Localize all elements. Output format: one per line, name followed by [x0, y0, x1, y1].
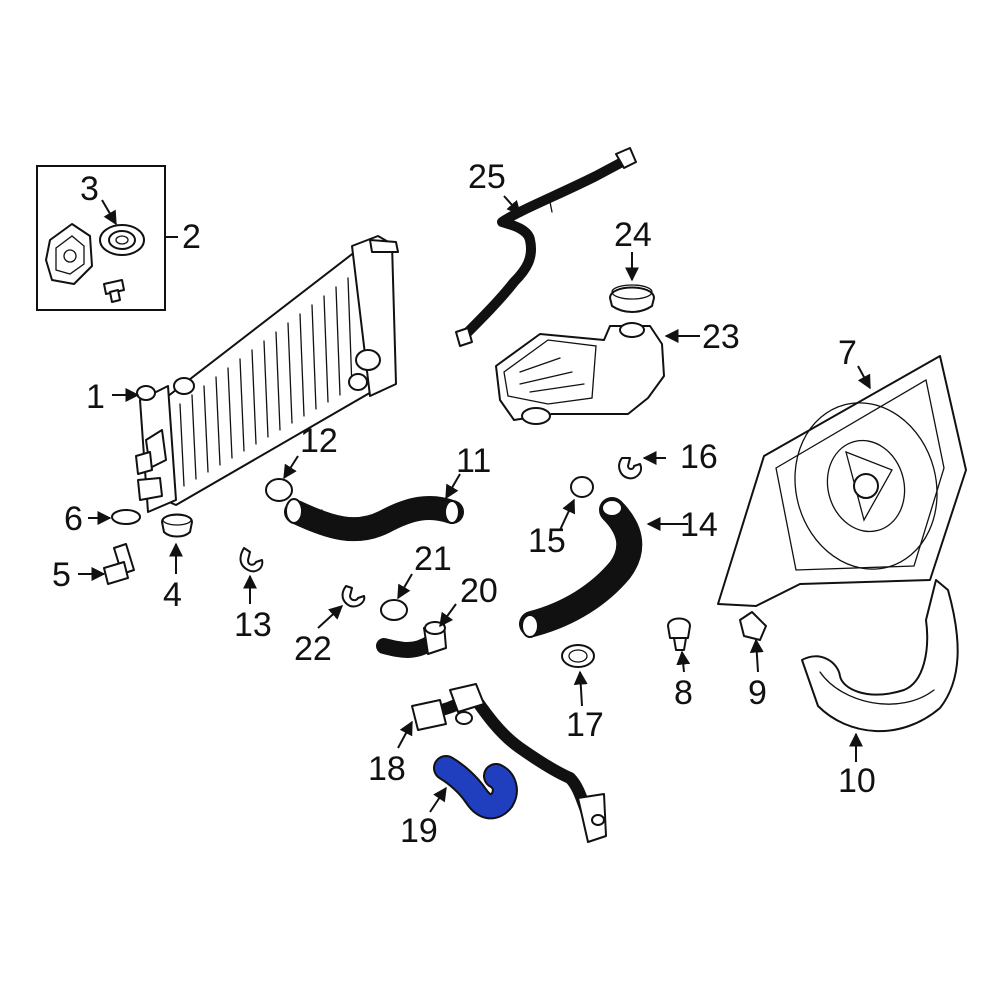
part-10-lower-shroud[interactable] [801, 579, 959, 733]
callout-20: 20 [460, 572, 498, 610]
callout-2: 2 [182, 218, 201, 256]
part-11-hose[interactable] [284, 495, 464, 542]
callout-12: 12 [300, 422, 338, 460]
part-20-connector[interactable] [376, 621, 447, 658]
part-6-o-ring[interactable] [111, 509, 141, 525]
part-4-cap[interactable] [161, 513, 193, 538]
callout-labels: 1 2 3 4 5 6 7 8 9 10 11 12 13 14 15 16 1… [52, 158, 876, 850]
callout-5: 5 [52, 556, 71, 594]
callout-16: 16 [680, 438, 718, 476]
callout-11: 11 [456, 442, 491, 480]
leader-lines [78, 195, 871, 813]
part-15-o-ring[interactable] [570, 476, 594, 498]
callout-8: 8 [674, 674, 693, 712]
callout-6: 6 [64, 500, 83, 538]
part-18-tube-assembly[interactable] [411, 683, 607, 843]
callout-21: 21 [414, 540, 452, 578]
part-13-clamp[interactable] [239, 547, 264, 573]
callout-18: 18 [368, 750, 406, 788]
part-8-fastener[interactable] [667, 617, 691, 651]
part-14-hose[interactable] [519, 497, 643, 638]
part-16-clamp[interactable] [618, 457, 642, 480]
part-1-radiator[interactable] [135, 235, 399, 513]
callout-19: 19 [400, 812, 438, 850]
part-19-hose-highlighted[interactable] [433, 755, 518, 820]
part-9-clip[interactable] [739, 611, 767, 641]
part-22-clamp[interactable] [341, 585, 366, 608]
part-25-hose[interactable] [455, 147, 637, 347]
part-7-fan-shroud[interactable] [717, 355, 967, 607]
part-17-clamp[interactable] [561, 644, 595, 668]
callout-7: 7 [838, 334, 857, 372]
part-5-bolt[interactable] [103, 543, 135, 585]
callout-14: 14 [680, 506, 718, 544]
part-2-bracket-kit-inset[interactable] [36, 165, 166, 311]
part-3-grommet[interactable] [99, 224, 145, 256]
callout-9: 9 [748, 674, 767, 712]
part-24-cap[interactable] [609, 284, 655, 313]
callout-23: 23 [702, 318, 740, 356]
callout-1: 1 [86, 378, 105, 416]
part-23-reservoir[interactable] [495, 322, 665, 425]
callout-15: 15 [528, 522, 566, 560]
callout-4: 4 [163, 576, 182, 614]
callout-25: 25 [468, 158, 506, 196]
callout-13: 13 [234, 606, 272, 644]
callout-3: 3 [80, 170, 99, 208]
part-12-o-ring[interactable] [265, 478, 293, 502]
callout-24: 24 [614, 216, 652, 254]
callout-10: 10 [838, 762, 876, 800]
callout-22: 22 [294, 630, 332, 668]
part-21-o-ring[interactable] [380, 599, 408, 621]
callout-17: 17 [566, 706, 604, 744]
